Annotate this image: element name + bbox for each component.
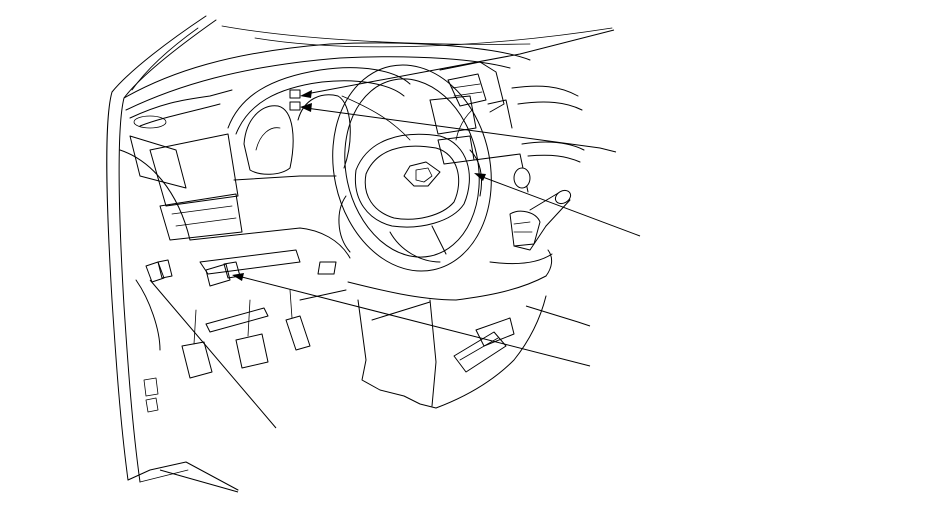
pedal-right (285, 315, 311, 351)
arrowhead-3 (474, 173, 486, 181)
arrowhead-2 (300, 103, 312, 112)
leader-lines (149, 29, 641, 493)
leader-line-6 (149, 279, 277, 429)
leader-line-4 (525, 305, 591, 327)
leader-line-5 (237, 275, 591, 367)
leader-line-7 (159, 469, 239, 493)
lower-dash (189, 227, 553, 301)
indicator-a (289, 89, 301, 99)
center-console (357, 295, 547, 409)
left-kick-panel (135, 259, 241, 413)
indicator-b (289, 101, 301, 111)
pedals (181, 289, 311, 379)
instrument-cluster (227, 67, 411, 181)
dashboard-top (123, 25, 613, 127)
a-pillar (106, 15, 239, 491)
leader-line-1 (305, 29, 615, 95)
knob-right (513, 167, 531, 189)
gear-shifter (509, 189, 572, 251)
pedal-left (181, 341, 213, 379)
arrowhead-1 (300, 90, 312, 98)
steering-wheel (332, 64, 492, 272)
center-stack (429, 61, 585, 193)
left-vent-area (119, 115, 243, 241)
pedal-center (235, 333, 269, 369)
leader-line-2 (305, 107, 617, 153)
arrowhead-5 (232, 273, 244, 281)
wheel-emblem (403, 161, 441, 187)
leader-line-3 (479, 175, 641, 237)
